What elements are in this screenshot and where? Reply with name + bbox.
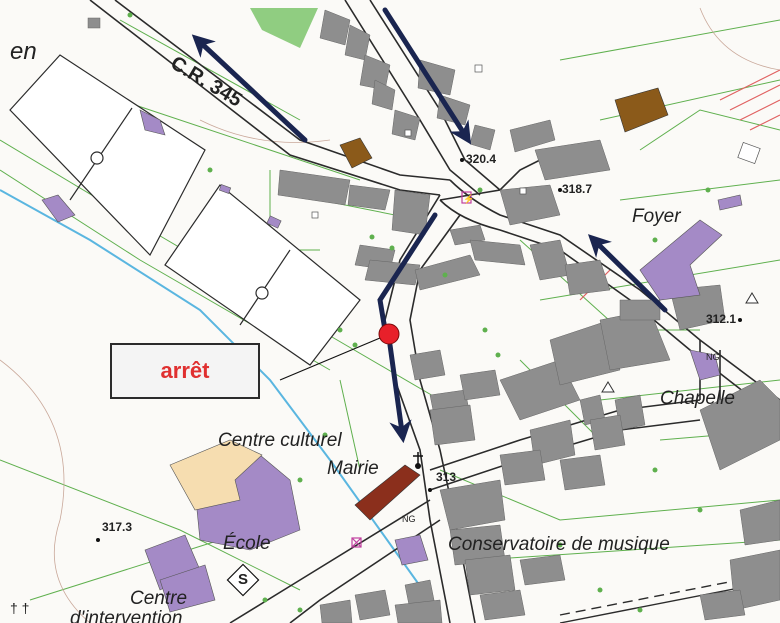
trees — [127, 12, 711, 613]
stop-label-box: arrêt — [110, 343, 260, 399]
route-arrows — [191, 7, 668, 444]
sports-fields — [9, 54, 361, 366]
arrow-northwest-right — [587, 234, 668, 313]
label-conservatoire: Conservatoire de musique — [448, 534, 670, 555]
label-ecole: École — [223, 533, 271, 554]
brown-buildings — [339, 87, 669, 169]
centre-culturel-building — [169, 439, 263, 511]
label-centre-culturel: Centre culturel — [218, 430, 342, 451]
label-dintervention: d'intervention — [70, 608, 183, 623]
elevation-312-1: 312.1 — [706, 312, 737, 326]
elevation-313: 313 — [436, 470, 457, 484]
cemetery-crosses: † † — [10, 600, 30, 616]
spot-heights — [96, 158, 742, 542]
arrow-south — [387, 342, 412, 444]
arrow-northwest — [191, 34, 308, 143]
school-symbol-box — [226, 563, 260, 597]
label-en: en — [10, 38, 37, 65]
pink-symbols — [351, 191, 472, 548]
label-foyer: Foyer — [632, 206, 681, 227]
school-symbol-letter: S — [238, 571, 249, 588]
elevation-317-3: 317.3 — [102, 520, 133, 534]
landmark-triangles — [601, 292, 759, 393]
arrow-south-north-road — [382, 7, 472, 145]
label-mairie: Mairie — [327, 458, 379, 479]
stop-callout-line — [279, 337, 381, 381]
elevation-318-7: 318.7 — [562, 182, 593, 196]
stop-label: arrêt — [160, 358, 210, 383]
lightning-glyph: ⚡ — [463, 193, 474, 205]
label-chapelle: Chapelle — [660, 388, 735, 409]
small-structures — [311, 64, 761, 219]
label-ng-chapelle: NG — [706, 352, 720, 362]
arrow-to-stop — [377, 212, 438, 333]
elevation-320-4: 320.4 — [466, 152, 497, 166]
green-field — [250, 8, 318, 48]
contour-lines — [0, 7, 780, 623]
label-ng-mairie: NG — [402, 514, 416, 524]
mairie-building — [354, 464, 421, 521]
label-centre: Centre — [130, 588, 188, 609]
stop-marker — [378, 323, 400, 345]
